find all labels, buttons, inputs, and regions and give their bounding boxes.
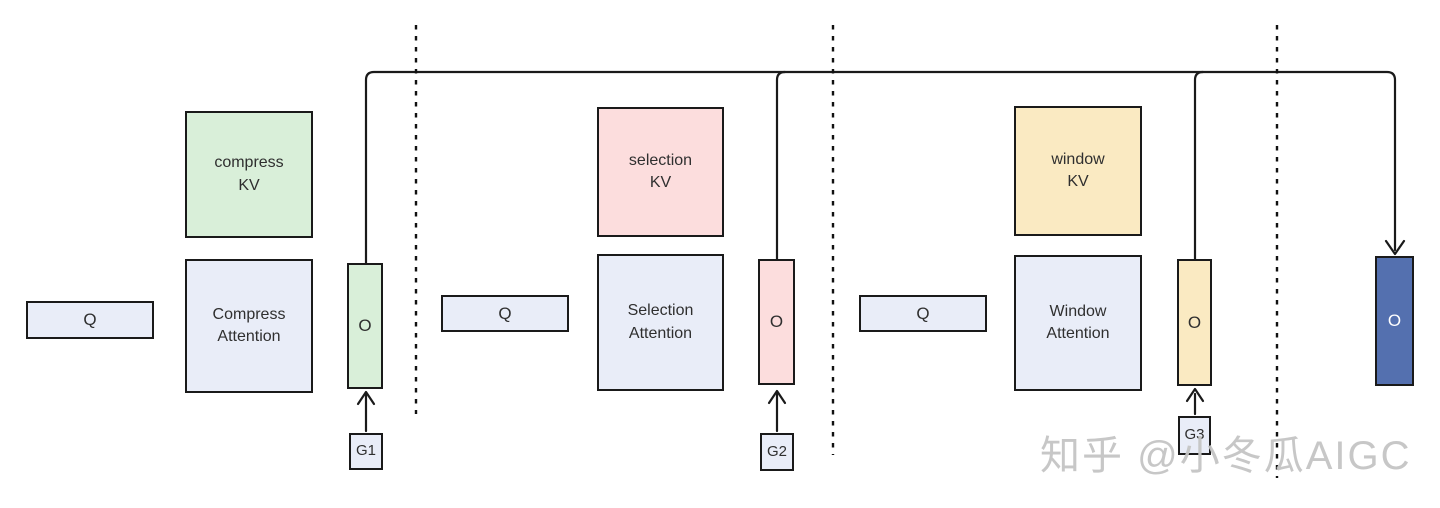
gate2-box: G2 <box>760 433 794 471</box>
compress-attention-box: Compress Attention <box>185 259 313 393</box>
gate3-arrowhead-up-icon <box>1185 387 1205 403</box>
compress-kv-box: compress KV <box>185 111 313 238</box>
gate1-box: G1 <box>349 433 383 470</box>
selection-output-box: O <box>758 259 795 385</box>
final-arrowhead-down-icon <box>1384 239 1406 256</box>
compress-q-box: Q <box>26 301 154 339</box>
selection-attention-box: Selection Attention <box>597 254 724 391</box>
window-q-box: Q <box>859 295 987 332</box>
window-attention-box: Window Attention <box>1014 255 1142 391</box>
final-output-box: O <box>1375 256 1414 386</box>
window-output-riser-line <box>1193 70 1205 261</box>
compress-output-bus-line <box>364 70 1397 265</box>
gate3-box: G3 <box>1178 416 1211 455</box>
watermark-text: 知乎 @小冬瓜AIGC <box>1040 434 1412 478</box>
window-output-box: O <box>1177 259 1212 386</box>
gate1-arrowhead-up-icon <box>356 390 376 406</box>
selection-q-box: Q <box>441 295 569 332</box>
selection-output-riser-line <box>775 70 787 261</box>
compress-output-box: O <box>347 263 383 389</box>
selection-kv-box: selection KV <box>597 107 724 237</box>
gate2-arrowhead-up-icon <box>767 389 787 405</box>
window-kv-box: window KV <box>1014 106 1142 236</box>
